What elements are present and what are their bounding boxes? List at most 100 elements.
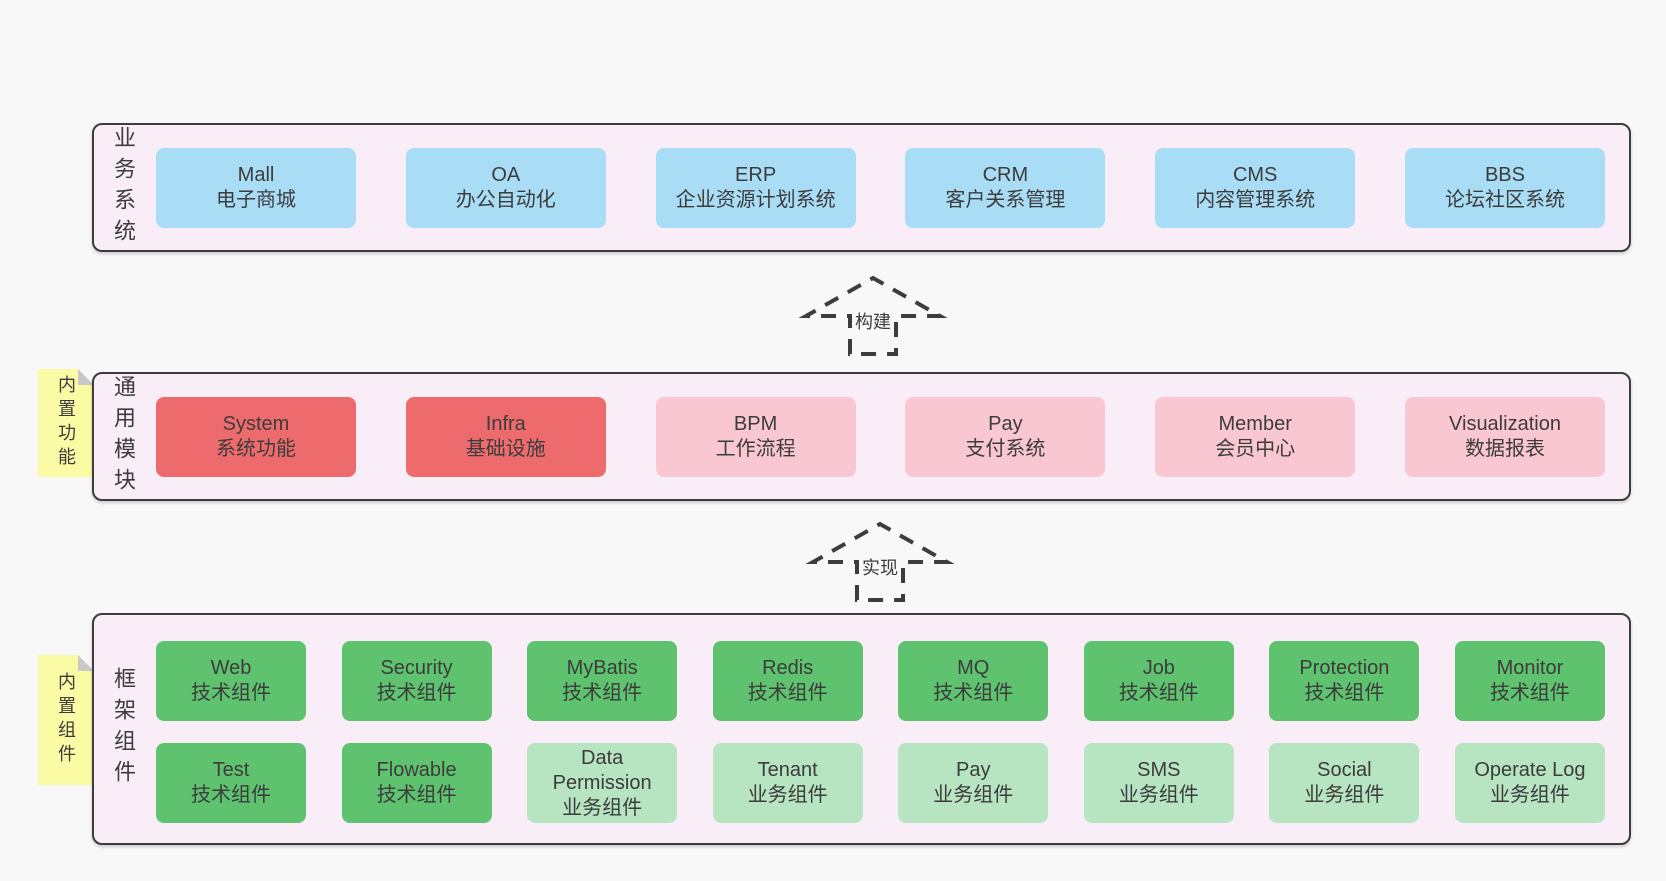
box-protection: Protection 技术组件	[1269, 641, 1420, 721]
box-desc: 论坛社区系统	[1444, 189, 1565, 211]
layer-label-business-systems: 业务系统	[111, 125, 136, 250]
sticky-note-text: 内置功能	[56, 375, 76, 471]
box-name: Mall	[237, 164, 275, 186]
box-desc: 会员中心	[1215, 438, 1296, 460]
box-desc: 技术组件	[1304, 682, 1385, 704]
box-desc: 基础设施	[465, 438, 546, 460]
box-tenant: Tenant 业务组件	[712, 743, 863, 823]
arrow-build: 构建	[798, 272, 948, 356]
modules-boxes-row: System 系统功能 Infra 基础设施 BPM 工作流程 Pay 支付系统 Mem…	[156, 397, 1605, 477]
box-name: BBS	[1484, 164, 1525, 186]
box-desc: 业务组件	[933, 784, 1014, 806]
box-bbs: BBS 论坛社区系统	[1404, 148, 1605, 228]
box-name: Infra	[485, 413, 526, 435]
box-name: ERP	[735, 164, 777, 186]
box-mq: MQ 技术组件	[898, 641, 1049, 721]
layer-common-modules: 通用模块 System 系统功能 Infra 基础设施 BPM 工作流程 Pay 支付系…	[92, 372, 1631, 501]
business-boxes-row: Mall 电子商城 OA 办公自动化 ERP 企业资源计划系统 CRM 客户关系管理 C…	[156, 148, 1605, 228]
box-desc: 技术组件	[562, 682, 643, 704]
box-desc: 电子商城	[216, 189, 296, 211]
box-social: Social 业务组件	[1269, 743, 1420, 823]
box-name: Visualization	[1449, 413, 1561, 435]
box-name: Monitor	[1496, 657, 1564, 679]
box-name: Tenant	[757, 759, 818, 781]
box-name: System	[222, 413, 290, 435]
box-name: Job	[1142, 657, 1175, 679]
box-test: Test 技术组件	[156, 743, 306, 823]
box-system: System 系统功能	[156, 397, 356, 477]
box-crm: CRM 客户关系管理	[905, 148, 1106, 228]
box-name: BPM	[733, 413, 778, 435]
box-name: Flowable	[376, 759, 457, 781]
box-desc: 业务组件	[1489, 784, 1570, 806]
box-desc: 业务组件	[562, 796, 643, 819]
box-monitor: Monitor 技术组件	[1454, 641, 1605, 721]
box-name: CMS	[1232, 164, 1278, 186]
box-desc: 技术组件	[1118, 682, 1199, 704]
arrow-implement-label: 实现	[859, 554, 901, 580]
box-desc: 系统功能	[216, 438, 296, 460]
box-security: Security 技术组件	[341, 641, 492, 721]
sticky-note-text: 内置组件	[56, 672, 76, 768]
box-pay-system: Pay 支付系统	[905, 397, 1106, 477]
box-desc: 技术组件	[376, 682, 457, 704]
box-desc: 技术组件	[747, 682, 828, 704]
box-name: Member	[1218, 413, 1292, 435]
box-redis: Redis 技术组件	[712, 641, 863, 721]
box-pay-business: Pay 业务组件	[898, 743, 1049, 823]
box-desc: 工作流程	[715, 438, 796, 460]
layer-business-systems: 业务系统 Mall 电子商城 OA 办公自动化 ERP 企业资源计划系统 CRM 客户关…	[92, 123, 1631, 252]
box-name: MyBatis	[566, 657, 638, 679]
box-desc: 技术组件	[191, 682, 271, 704]
box-desc: 企业资源计划系统	[675, 189, 836, 211]
box-desc: 技术组件	[376, 784, 457, 806]
box-desc: 业务组件	[1118, 784, 1199, 806]
box-desc: 内容管理系统	[1195, 189, 1316, 211]
layer-label-common-modules: 通用模块	[111, 374, 136, 499]
box-visualization: Visualization 数据报表	[1404, 397, 1605, 477]
layer-label-framework-components: 框架组件	[111, 667, 136, 791]
box-desc: 办公自动化	[455, 189, 556, 211]
box-name: Social	[1317, 759, 1372, 781]
box-desc: 技术组件	[191, 784, 271, 806]
box-erp: ERP 企业资源计划系统	[655, 148, 856, 228]
box-flowable: Flowable 技术组件	[341, 743, 492, 823]
box-name: Test	[212, 759, 250, 781]
box-name: OA	[491, 164, 521, 186]
sticky-note-builtin-components: 内置组件	[38, 655, 94, 785]
box-desc: 数据报表	[1464, 438, 1545, 460]
box-name: Pay	[956, 759, 991, 781]
box-oa: OA 办公自动化	[405, 148, 606, 228]
layer-framework-components: 框架组件 Web 技术组件 Security 技术组件 MyBatis 技术组件 Re…	[92, 613, 1631, 845]
box-name: Redis	[762, 657, 814, 679]
box-bpm: BPM 工作流程	[655, 397, 856, 477]
box-member: Member 会员中心	[1155, 397, 1356, 477]
box-job: Job 技术组件	[1083, 641, 1234, 721]
box-infra: Infra 基础设施	[405, 397, 606, 477]
box-name: Web	[210, 657, 252, 679]
box-operate-log: Operate Log 业务组件	[1454, 743, 1605, 823]
arrow-build-label: 构建	[852, 308, 894, 334]
components-row-1: Web 技术组件 Security 技术组件 MyBatis 技术组件 Redis 技术…	[156, 641, 1605, 721]
box-desc: 业务组件	[1304, 784, 1385, 806]
box-name: Pay	[988, 413, 1023, 435]
box-web: Web 技术组件	[156, 641, 306, 721]
box-name: Security	[380, 657, 453, 679]
box-name: Protection	[1299, 657, 1390, 679]
box-desc: 技术组件	[933, 682, 1014, 704]
sticky-note-builtin-features: 内置功能	[38, 369, 94, 477]
box-desc: 业务组件	[747, 784, 828, 806]
box-mybatis: MyBatis 技术组件	[527, 641, 678, 721]
box-mall: Mall 电子商城	[156, 148, 356, 228]
box-name: SMS	[1137, 759, 1181, 781]
box-name: CRM	[982, 164, 1029, 186]
box-name: Data Permission	[552, 746, 652, 794]
box-desc: 技术组件	[1489, 682, 1570, 704]
box-desc: 客户关系管理	[945, 189, 1066, 211]
box-desc: 支付系统	[965, 438, 1046, 460]
box-name: MQ	[957, 657, 990, 679]
arrow-implement: 实现	[805, 518, 955, 602]
box-name: Operate Log	[1474, 759, 1586, 781]
